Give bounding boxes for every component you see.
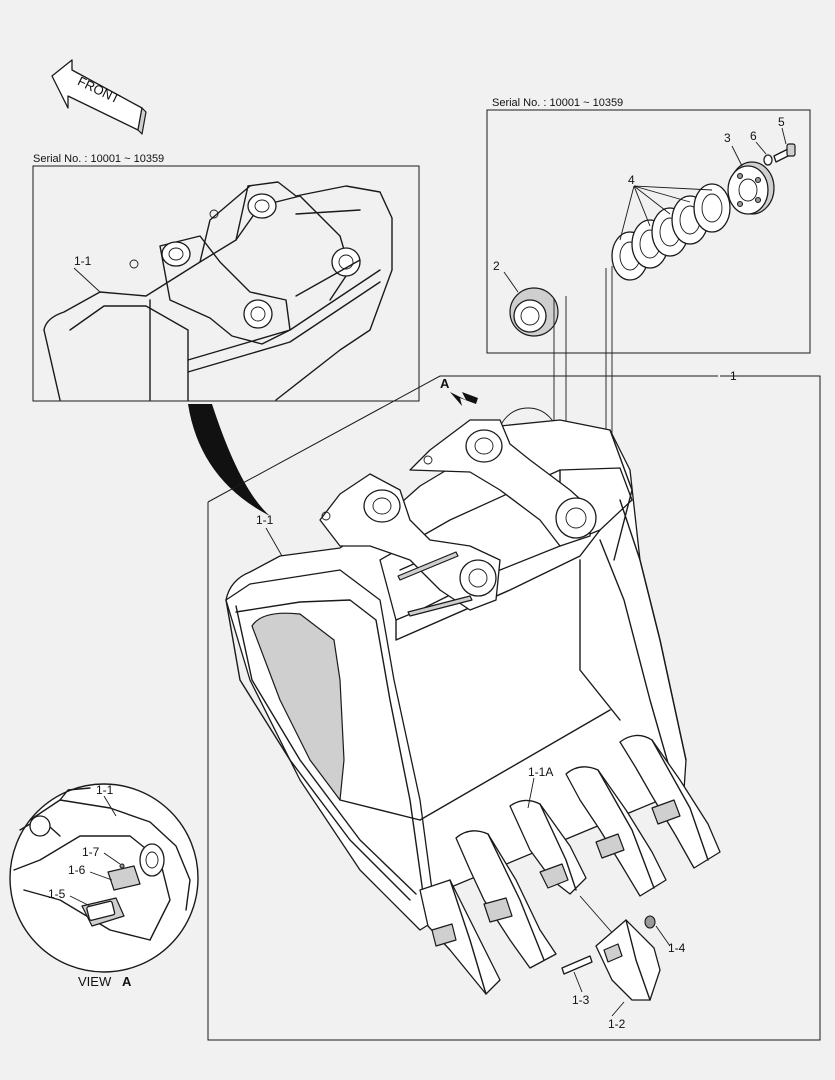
view-a-letter: A xyxy=(122,974,132,989)
bushing-part xyxy=(509,287,559,337)
detail-box-pin-parts xyxy=(486,109,811,354)
adapter-part xyxy=(595,919,661,1001)
callout-bucket-view-a: 1-1 xyxy=(96,783,114,797)
spacer-part xyxy=(727,161,775,215)
callout-pin: 1-3 xyxy=(572,993,590,1007)
callout-tooth-point: 1-1A xyxy=(528,765,553,779)
view-a-drawing xyxy=(13,787,191,941)
serial-left: Serial No. : 10001 ~ 10359 xyxy=(33,153,164,165)
serial-right: Serial No. : 10001 ~ 10359 xyxy=(492,97,623,109)
callout-bushing: 2 xyxy=(493,259,500,273)
callout-bolt: 5 xyxy=(778,115,785,129)
callout-plate-bolt: 1-6 xyxy=(68,863,86,877)
lock-part xyxy=(644,915,656,929)
connector-swoosh xyxy=(188,404,270,516)
callout-bucket-main: 1-1 xyxy=(256,513,274,527)
front-arrow-icon: FRONT xyxy=(51,59,147,135)
washer-part xyxy=(763,154,773,166)
pin-part xyxy=(561,955,593,975)
bolt-part xyxy=(773,143,796,163)
callout-shims: 4 xyxy=(628,173,635,187)
detail-box-top xyxy=(32,165,420,402)
callout-spacer: 3 xyxy=(724,131,731,145)
callout-washer: 6 xyxy=(750,129,757,143)
view-a-arrow-icon xyxy=(450,392,478,406)
main-box xyxy=(207,375,821,1041)
callout-lock: 1-4 xyxy=(668,941,686,955)
callout-main-assembly: 1 xyxy=(730,369,737,383)
callout-plate-nut: 1-7 xyxy=(82,845,100,859)
view-a-prefix: VIEW xyxy=(78,974,112,989)
view-a-detail-circle xyxy=(9,783,199,973)
bucket-top-detail xyxy=(43,181,393,401)
shim-stack xyxy=(611,183,731,281)
bucket-teeth xyxy=(419,734,721,995)
callout-plate: 1-5 xyxy=(48,887,66,901)
callout-adapter: 1-2 xyxy=(608,1017,626,1031)
view-marker: A xyxy=(440,376,450,391)
callout-bucket-detail-top: 1-1 xyxy=(74,254,92,268)
